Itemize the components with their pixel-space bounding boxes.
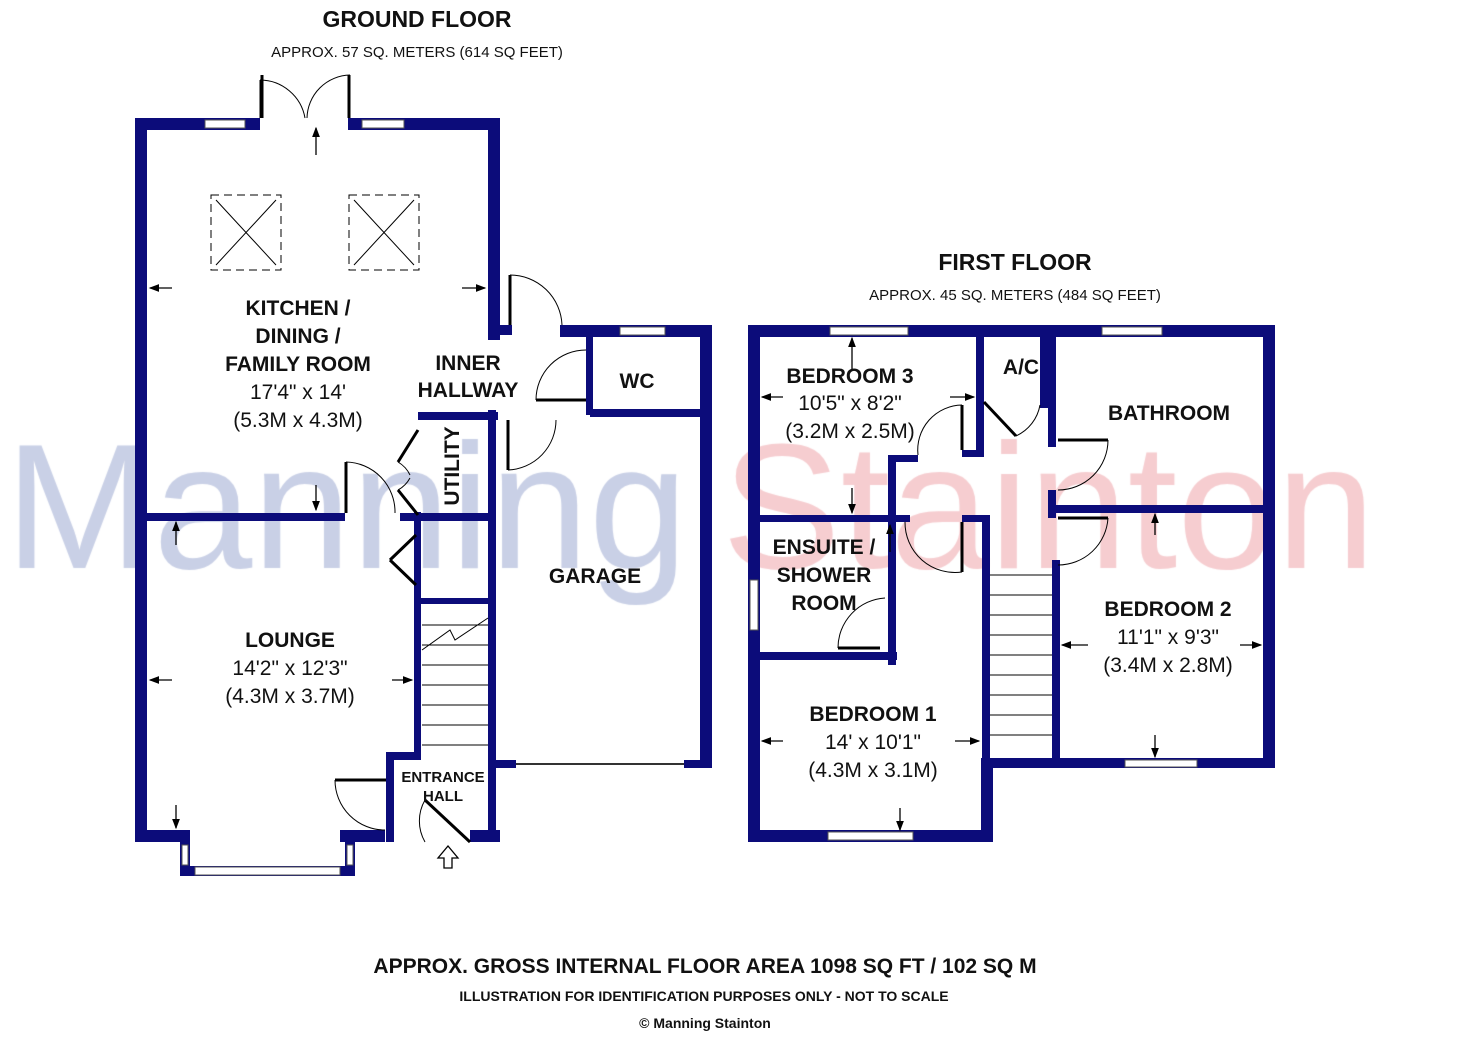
gross-area: APPROX. GROSS INTERNAL FLOOR AREA 1098 S… [373, 955, 1036, 978]
room-dimensions-metric: (4.3M x 3.7M) [225, 685, 355, 708]
room-name: DINING / [255, 325, 340, 348]
entrance-arrow-icon [436, 844, 460, 869]
first-floor-title: FIRST FLOOR [938, 249, 1092, 275]
room-name: KITCHEN / [246, 297, 351, 320]
ground-floor-title: GROUND FLOOR [322, 6, 511, 32]
room-name: HALL [423, 788, 463, 805]
room-inner-hallway: INNER HALLWAY [418, 352, 519, 402]
room-dimensions: 14' x 10'1" [825, 731, 921, 754]
room-name: SHOWER [777, 564, 872, 587]
room-dimensions-metric: (3.4M x 2.8M) [1103, 654, 1233, 677]
room-name: BEDROOM 1 [809, 703, 937, 726]
room-bedroom-2: BEDROOM 2 11'1" x 9'3" (3.4M x 2.8M) [1103, 598, 1233, 677]
room-dimensions: 10'5" x 8'2" [798, 392, 902, 415]
room-name: FAMILY ROOM [225, 353, 371, 376]
room-name: ROOM [791, 592, 856, 615]
room-bedroom-1: BEDROOM 1 14' x 10'1" (4.3M x 3.1M) [808, 703, 938, 782]
copyright: © Manning Stainton [639, 1015, 771, 1031]
room-dimensions-metric: (5.3M x 4.3M) [233, 409, 363, 432]
ground-floor-walls [135, 74, 712, 876]
room-dimensions: 14'2" x 12'3" [232, 657, 347, 680]
room-name: HALLWAY [418, 379, 519, 402]
room-lounge: LOUNGE 14'2" x 12'3" (4.3M x 3.7M) [225, 629, 355, 708]
room-dimensions-metric: (4.3M x 3.1M) [808, 759, 938, 782]
room-bedroom-3: BEDROOM 3 10'5" x 8'2" (3.2M x 2.5M) [785, 365, 915, 443]
room-utility: UTILITY [441, 426, 464, 505]
room-wc: WC [620, 370, 655, 393]
first-floor-area: APPROX. 45 SQ. METERS (484 SQ FEET) [869, 287, 1161, 304]
room-ac: A/C [1003, 356, 1039, 379]
ground-floor-area: APPROX. 57 SQ. METERS (614 SQ FEET) [271, 44, 563, 61]
room-name: LOUNGE [245, 629, 335, 652]
disclaimer: ILLUSTRATION FOR IDENTIFICATION PURPOSES… [459, 988, 948, 1004]
room-name: INNER [435, 352, 500, 375]
room-name: ENTRANCE [401, 769, 484, 786]
room-garage: GARAGE [549, 565, 641, 588]
room-kitchen: KITCHEN / DINING / FAMILY ROOM 17'4" x 1… [225, 297, 371, 432]
room-ensuite: ENSUITE / SHOWER ROOM [773, 536, 876, 615]
room-name: BEDROOM 2 [1104, 598, 1231, 621]
room-dimensions: 17'4" x 14' [250, 381, 346, 404]
first-floor-walls [748, 325, 1275, 842]
room-name: ENSUITE / [773, 536, 876, 559]
room-name: BEDROOM 3 [786, 365, 913, 388]
room-dimensions-metric: (3.2M x 2.5M) [785, 420, 915, 443]
room-dimensions: 11'1" x 9'3" [1117, 626, 1219, 649]
room-entrance-hall: ENTRANCE HALL [401, 769, 484, 805]
room-bathroom: BATHROOM [1108, 402, 1230, 425]
